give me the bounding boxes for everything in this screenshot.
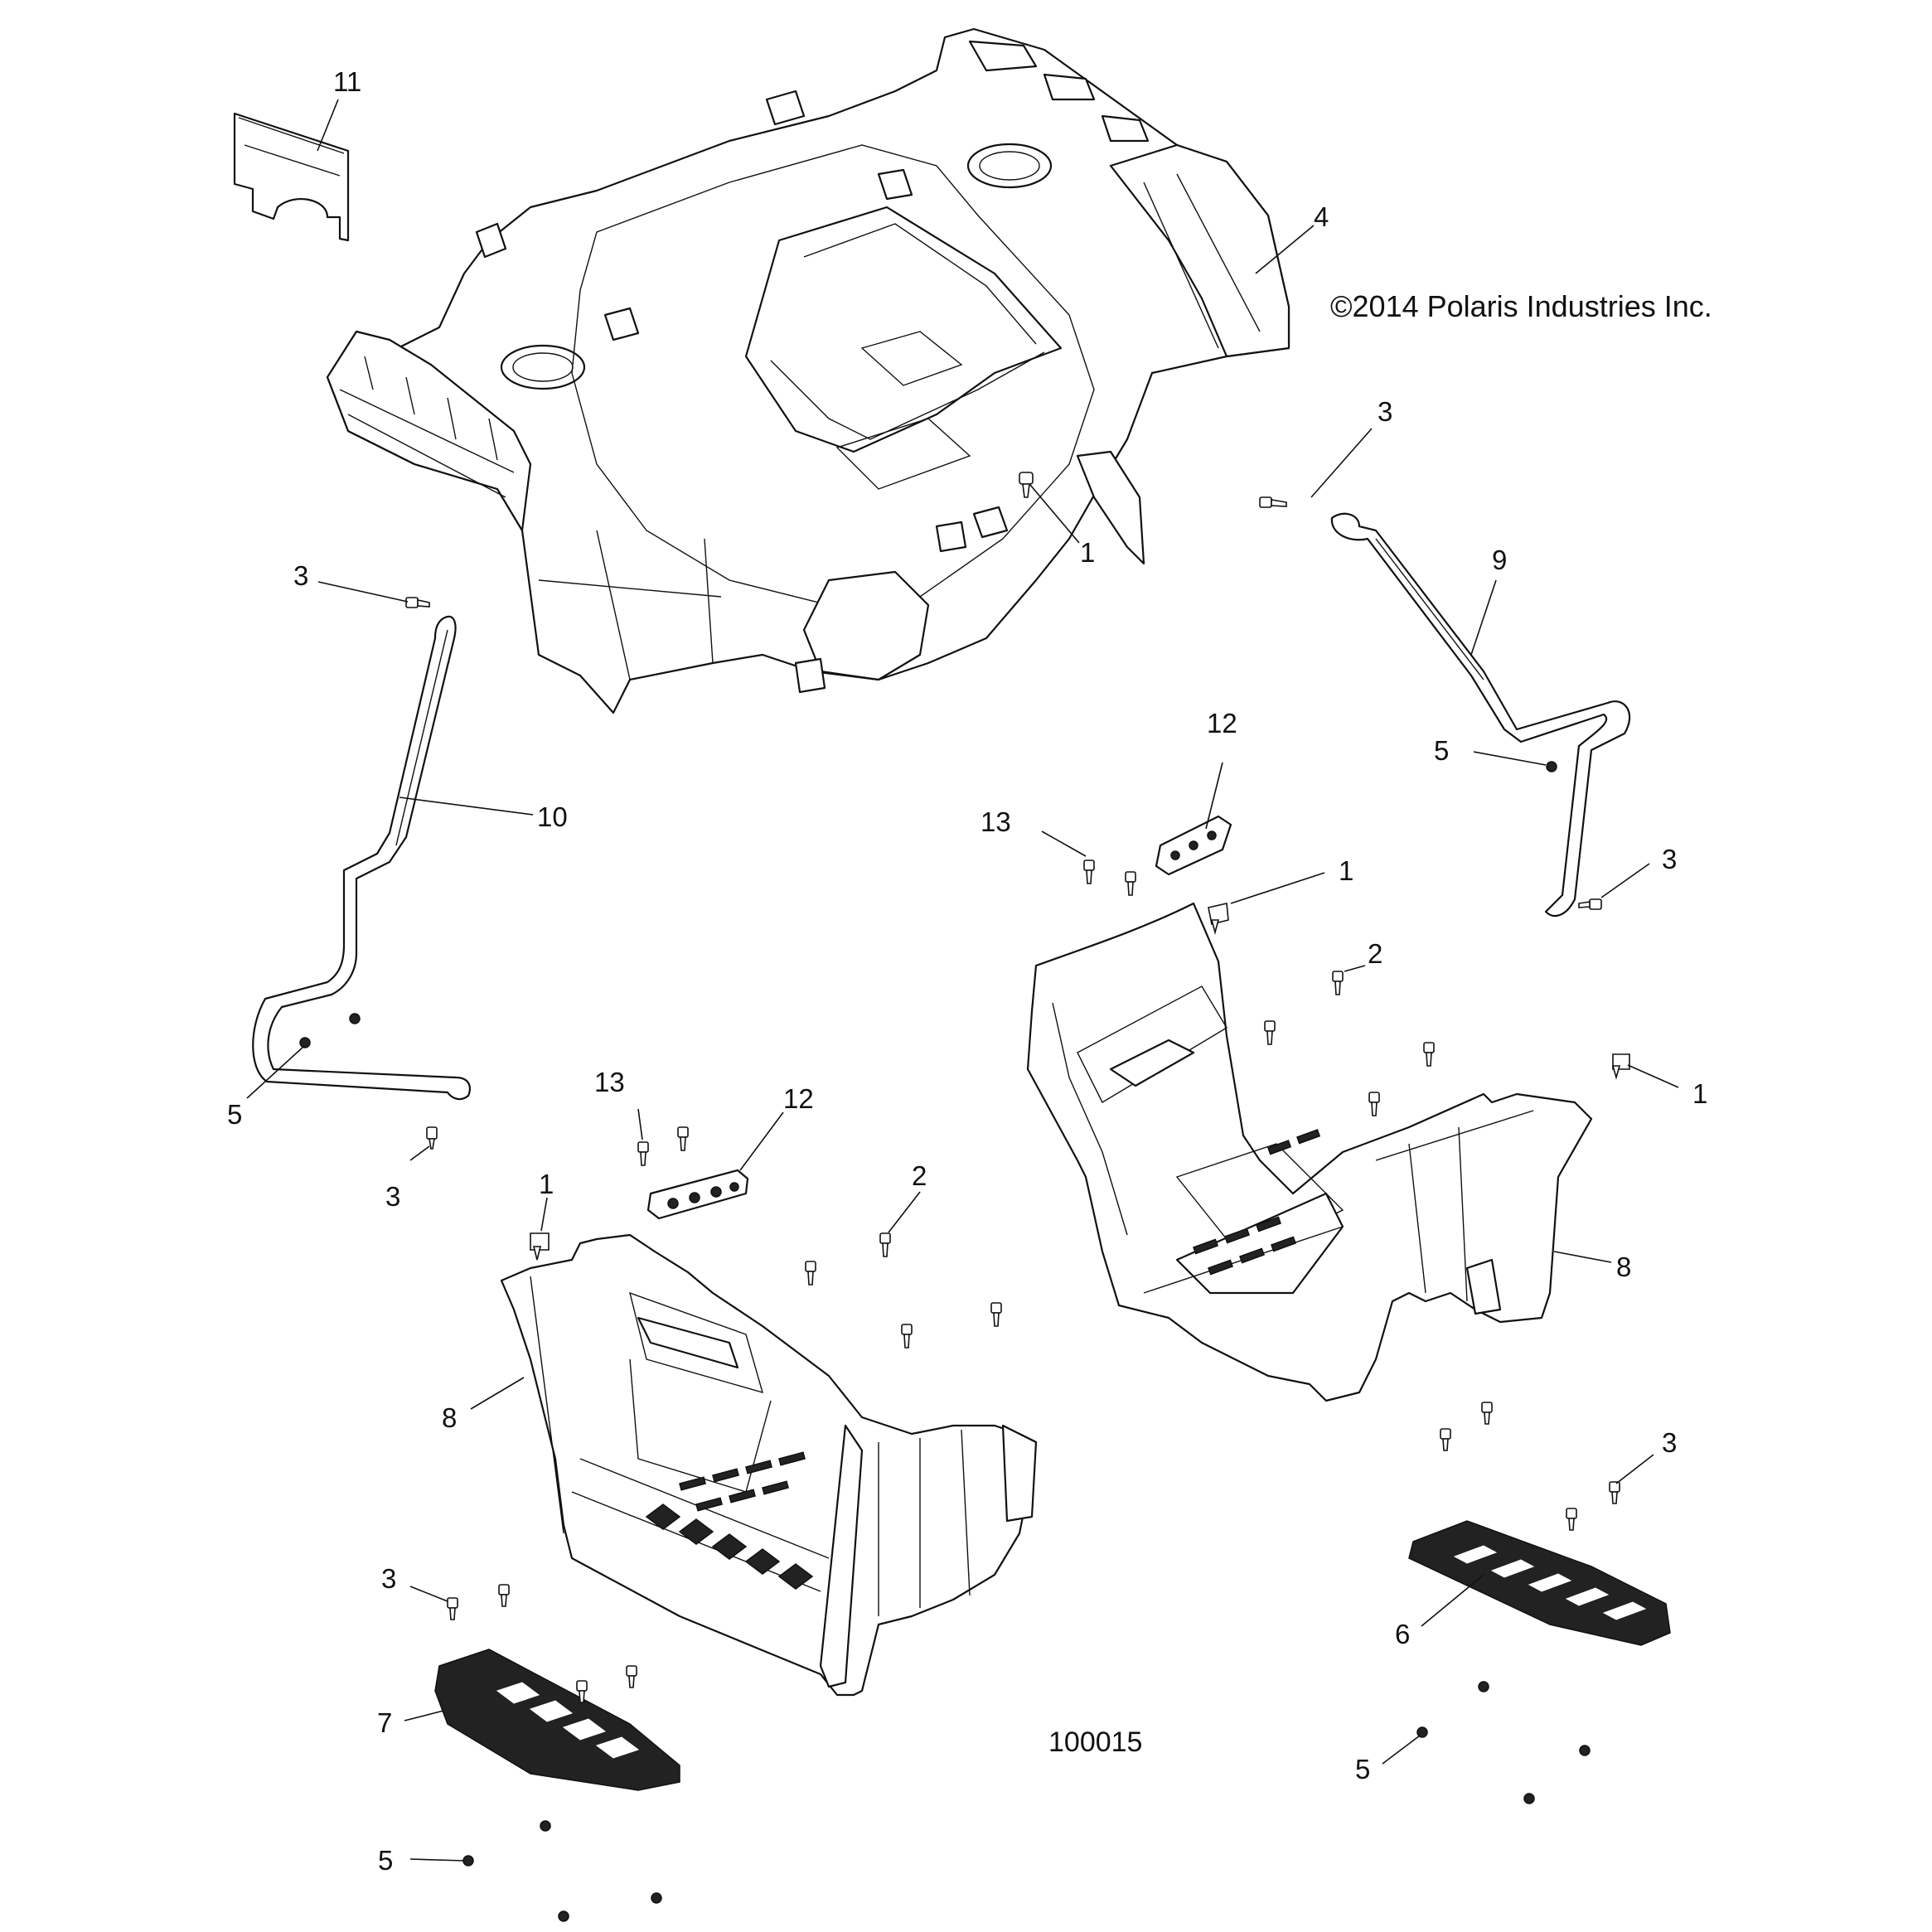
push-pin-right-a — [1208, 903, 1229, 936]
nut-5-left-step-d — [558, 1910, 569, 1922]
callout-labels: 11 4 3 1 9 3 10 12 5 13 1 3 2 1 5 3 13 1… — [227, 66, 1707, 1876]
bolt-3-left-bottom — [426, 1126, 438, 1150]
bolt-3-step-left-d — [626, 1665, 637, 1688]
figure-number: 100015 — [1048, 1726, 1142, 1758]
callout-1-right-b: 1 — [1692, 1078, 1707, 1109]
bolt-3-left — [405, 597, 430, 608]
bolt-2-left-d — [901, 1324, 913, 1349]
bolt-2-left-c — [990, 1302, 1002, 1327]
push-pins — [530, 903, 1630, 1261]
part-8-left-footwell — [500, 1233, 1038, 1697]
part-12-left-bracket — [646, 1169, 749, 1220]
callout-3-left-step: 3 — [381, 1563, 396, 1594]
bolt-2-left-b — [805, 1261, 816, 1286]
callout-4: 4 — [1314, 201, 1329, 232]
callout-7: 7 — [377, 1707, 392, 1738]
callout-3-right-step: 3 — [1662, 1427, 1677, 1458]
nut-5-right-step-d — [1523, 1793, 1535, 1804]
callout-2-left: 2 — [912, 1160, 927, 1191]
callout-12-left: 12 — [783, 1083, 814, 1114]
bolt-3-right-bar — [1578, 898, 1602, 910]
push-pin-right-b — [1611, 1053, 1630, 1080]
callout-1-left: 1 — [539, 1169, 554, 1199]
nut-5-left-bar-a — [349, 1013, 361, 1024]
callout-11: 11 — [333, 66, 361, 97]
bolt-3-step-left-b — [498, 1584, 510, 1607]
bolt-13-right-a — [1083, 859, 1095, 884]
bolt-3-step-right-b — [1440, 1428, 1451, 1451]
callout-10: 10 — [537, 801, 568, 832]
callout-8-right: 8 — [1616, 1252, 1631, 1282]
nut-5-right-step-a — [1478, 1681, 1489, 1692]
callout-13-left: 13 — [594, 1067, 625, 1097]
callout-3-top-right: 3 — [1378, 396, 1392, 427]
callout-5-right-step: 5 — [1355, 1754, 1370, 1784]
callout-3-left-bottom: 3 — [385, 1181, 400, 1212]
copyright-text: ©2014 Polaris Industries Inc. — [1330, 289, 1712, 323]
bolt-3-top-right — [1259, 496, 1287, 508]
callout-1-top: 1 — [1080, 537, 1095, 568]
nut-5-left-step-b — [462, 1855, 474, 1867]
callout-6: 6 — [1395, 1619, 1410, 1649]
bolt-13-left-a — [637, 1141, 649, 1166]
push-pin-left — [530, 1232, 550, 1261]
push-pin-fender — [1019, 472, 1034, 498]
nut-5-right-bar — [1546, 761, 1557, 772]
callout-1-right-a: 1 — [1339, 855, 1353, 886]
bolt-13-left-b — [677, 1126, 689, 1151]
part-4-rear-fender — [326, 27, 1290, 714]
bolt-2-left-a — [879, 1232, 891, 1257]
part-7-left-step — [434, 1649, 680, 1791]
nut-5-left-bar-b — [299, 1037, 311, 1048]
callout-3-left: 3 — [293, 560, 308, 591]
callout-5-left-step: 5 — [378, 1845, 393, 1876]
bolts — [405, 496, 1620, 1703]
part-12-right-bracket — [1155, 815, 1232, 876]
bolt-2-right-d — [1368, 1092, 1380, 1116]
bolt-3-step-right-a — [1481, 1402, 1493, 1425]
callout-9: 9 — [1492, 545, 1507, 575]
bolt-3-step-left-a — [447, 1597, 458, 1620]
bolt-3-step-right-c — [1609, 1481, 1620, 1504]
part-10-left-bar — [252, 615, 471, 1101]
part-11-shield — [233, 112, 350, 242]
bolt-2-right-a — [1332, 971, 1344, 995]
callout-2-right: 2 — [1368, 938, 1382, 969]
callout-12-right: 12 — [1207, 708, 1237, 738]
bolt-3-step-left-c — [576, 1680, 588, 1703]
nut-5-right-step-c — [1579, 1745, 1591, 1756]
part-9-right-bar — [1330, 512, 1631, 918]
callout-5-right-bar: 5 — [1434, 735, 1449, 766]
callout-3-right-bar: 3 — [1662, 844, 1677, 874]
part-6-right-step — [1408, 1520, 1671, 1646]
callout-8-left: 8 — [442, 1402, 457, 1433]
leader-lines — [246, 99, 1679, 1862]
nut-5-right-step-b — [1416, 1726, 1428, 1738]
part-8-right-footwell — [1026, 902, 1593, 1402]
nut-5-left-step-c — [651, 1892, 662, 1904]
bolt-13-right-b — [1125, 871, 1136, 896]
bolt-2-right-c — [1423, 1042, 1435, 1067]
bolt-2-right-b — [1264, 1020, 1276, 1045]
bolt-3-step-right-d — [1566, 1508, 1577, 1531]
callout-5-left-bar: 5 — [227, 1099, 242, 1130]
callout-13-right: 13 — [981, 806, 1011, 837]
nut-5-left-step-a — [540, 1820, 551, 1832]
